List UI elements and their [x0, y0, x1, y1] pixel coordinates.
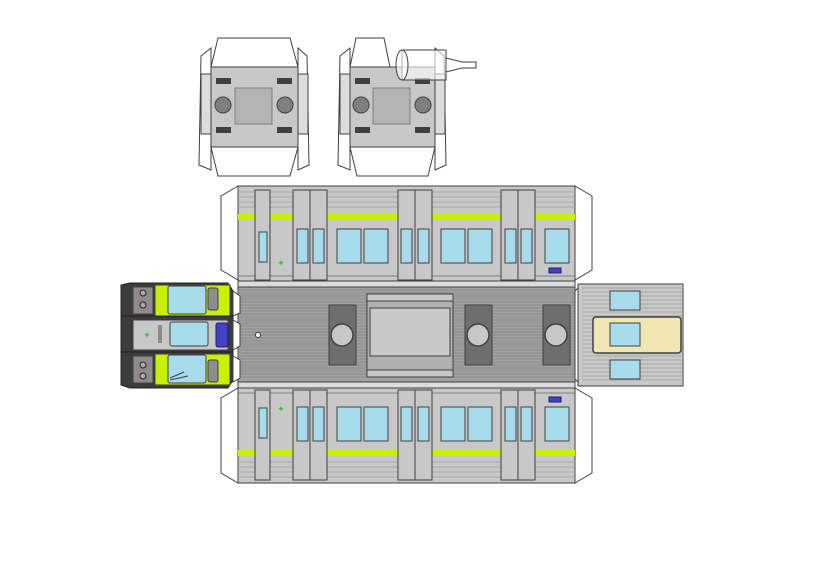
window [400, 406, 413, 442]
green-mark-icon: ✦ [143, 331, 151, 341]
antenna-icon [255, 332, 261, 338]
side-panel-bottom: ✦ [220, 387, 593, 484]
fan-icon [466, 323, 490, 347]
glue-tab [574, 185, 593, 281]
window [467, 406, 493, 442]
headlight-icon [139, 301, 147, 309]
window [520, 228, 533, 264]
window [520, 406, 533, 442]
wheel-icon [214, 96, 232, 114]
window [609, 359, 641, 380]
glue-tab [220, 185, 239, 281]
bogie-right [337, 37, 477, 177]
window [312, 406, 325, 442]
window [417, 228, 430, 264]
window [258, 407, 268, 439]
headlight-icon [139, 289, 147, 297]
marker-light [548, 396, 562, 403]
glue-tab [574, 387, 593, 484]
bogie-left [198, 37, 310, 177]
window [609, 290, 641, 311]
window [440, 228, 466, 264]
green-mark-icon: ✦ [277, 405, 285, 415]
wheel-icon [414, 96, 432, 114]
window [312, 228, 325, 264]
glue-tab [349, 37, 391, 68]
headlight-icon [139, 372, 147, 380]
window [336, 228, 362, 264]
headlight-icon [139, 361, 147, 369]
wiper-icon [169, 371, 189, 381]
fan-icon [544, 323, 568, 347]
window [504, 406, 517, 442]
window [504, 228, 517, 264]
window [609, 322, 641, 347]
window [258, 231, 268, 263]
glue-tab [210, 37, 299, 68]
window [167, 285, 207, 315]
window [544, 228, 570, 264]
marker-light [548, 267, 562, 274]
window [544, 406, 570, 442]
green-mark-icon: ✦ [277, 259, 285, 269]
glue-tab [349, 146, 436, 177]
window [336, 406, 362, 442]
wheel-icon [276, 96, 294, 114]
glue-tab [210, 146, 299, 177]
window [296, 228, 309, 264]
window [440, 406, 466, 442]
window [417, 406, 430, 442]
window [169, 321, 209, 347]
wheel-icon [352, 96, 370, 114]
roof-panel [237, 280, 576, 389]
window [167, 354, 207, 384]
window [296, 406, 309, 442]
fan-icon [330, 323, 354, 347]
window [363, 228, 389, 264]
front-cab: ✦ [120, 282, 241, 389]
window [467, 228, 493, 264]
side-panel-top: ✦ [220, 185, 593, 282]
window [363, 406, 389, 442]
coupler [395, 49, 477, 81]
glue-tab [220, 387, 239, 484]
window [400, 228, 413, 264]
rear-end [574, 282, 684, 388]
